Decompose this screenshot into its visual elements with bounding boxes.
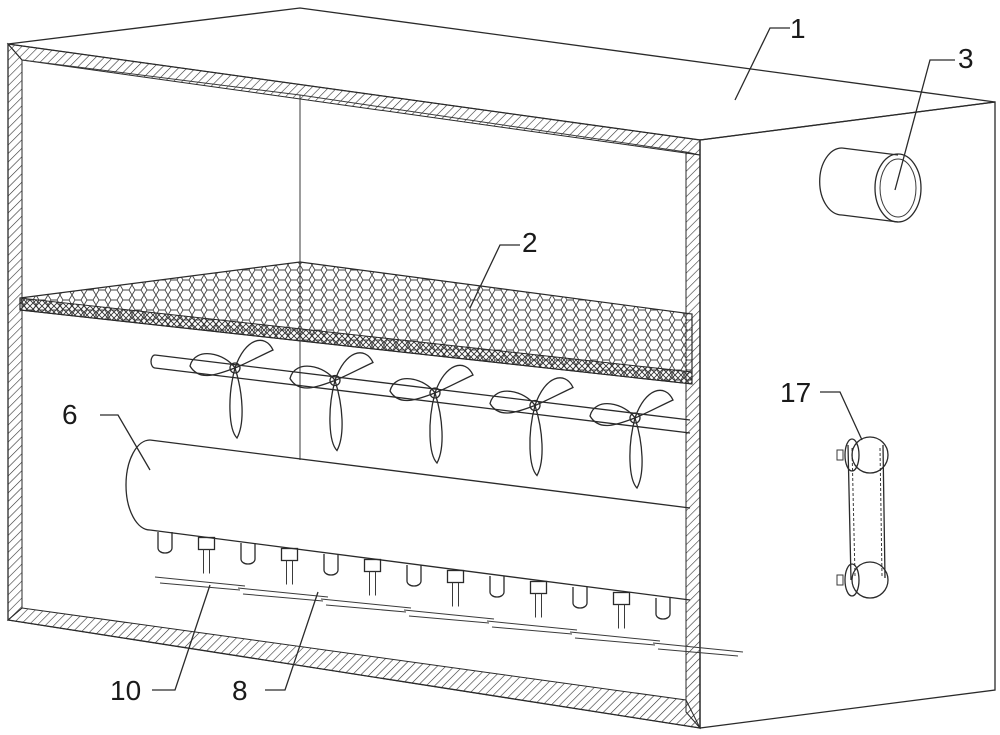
blade-hub [329, 374, 341, 387]
nozzle [157, 532, 173, 554]
nozzle [406, 565, 422, 587]
blade [329, 378, 343, 452]
blade [629, 415, 643, 490]
nozzle [572, 587, 588, 609]
stirring-rod [486, 620, 578, 635]
label-2: 2 [522, 227, 538, 258]
blade-set [589, 389, 674, 490]
blade-set [389, 364, 474, 465]
blade [433, 364, 474, 395]
blade-hub [629, 412, 641, 424]
blade [333, 352, 374, 382]
label-17: 17 [780, 377, 811, 408]
stirring-rod [320, 598, 412, 613]
blade-set [289, 352, 374, 452]
stirring-rod [154, 576, 246, 591]
blade [233, 339, 274, 370]
nozzle [529, 580, 548, 595]
stirring-rod [652, 642, 744, 657]
nozzle-stem [369, 571, 376, 596]
spray-tube [125, 439, 691, 601]
belt-drive [836, 436, 889, 599]
blade [229, 365, 243, 440]
nozzle-stem [535, 593, 542, 618]
blade-hub [429, 387, 441, 399]
blade [529, 403, 543, 477]
nozzle [280, 547, 299, 562]
stirring-rod [403, 609, 495, 624]
nozzle [655, 598, 671, 620]
blade [389, 378, 437, 402]
blade [533, 377, 574, 407]
blade-hub [229, 362, 241, 374]
label-6: 6 [62, 399, 78, 430]
blade-hub [529, 399, 541, 412]
stirring-rod [237, 587, 329, 602]
label-3: 3 [958, 43, 974, 74]
nozzle [489, 576, 505, 598]
rotor-shaft [150, 354, 691, 434]
blade [189, 353, 237, 377]
blade [489, 390, 537, 414]
nozzle-stem [203, 549, 210, 574]
housing [6, 7, 996, 730]
nozzle [446, 569, 465, 584]
blade [589, 403, 637, 427]
nozzle [363, 558, 382, 573]
filter-screen [19, 261, 693, 385]
inlet-pipe [819, 147, 922, 223]
nozzle-stem [286, 560, 293, 585]
nozzle [240, 543, 256, 565]
label-8: 8 [232, 675, 248, 706]
nozzles [157, 532, 671, 629]
blade [633, 389, 674, 420]
stirring-rod [569, 631, 661, 646]
blade-set [189, 339, 274, 440]
label-1: 1 [790, 13, 806, 44]
nozzle-stem [618, 604, 625, 629]
leader-lines [100, 27, 955, 691]
blade [429, 390, 443, 465]
nozzle-stem [452, 582, 459, 607]
stirring-rods [154, 576, 744, 657]
blade [289, 365, 337, 389]
rotor-blades [189, 339, 674, 490]
blade-set [489, 377, 574, 477]
label-10: 10 [110, 675, 141, 706]
nozzle [612, 591, 631, 606]
nozzle [323, 554, 339, 576]
nozzle [197, 536, 216, 551]
